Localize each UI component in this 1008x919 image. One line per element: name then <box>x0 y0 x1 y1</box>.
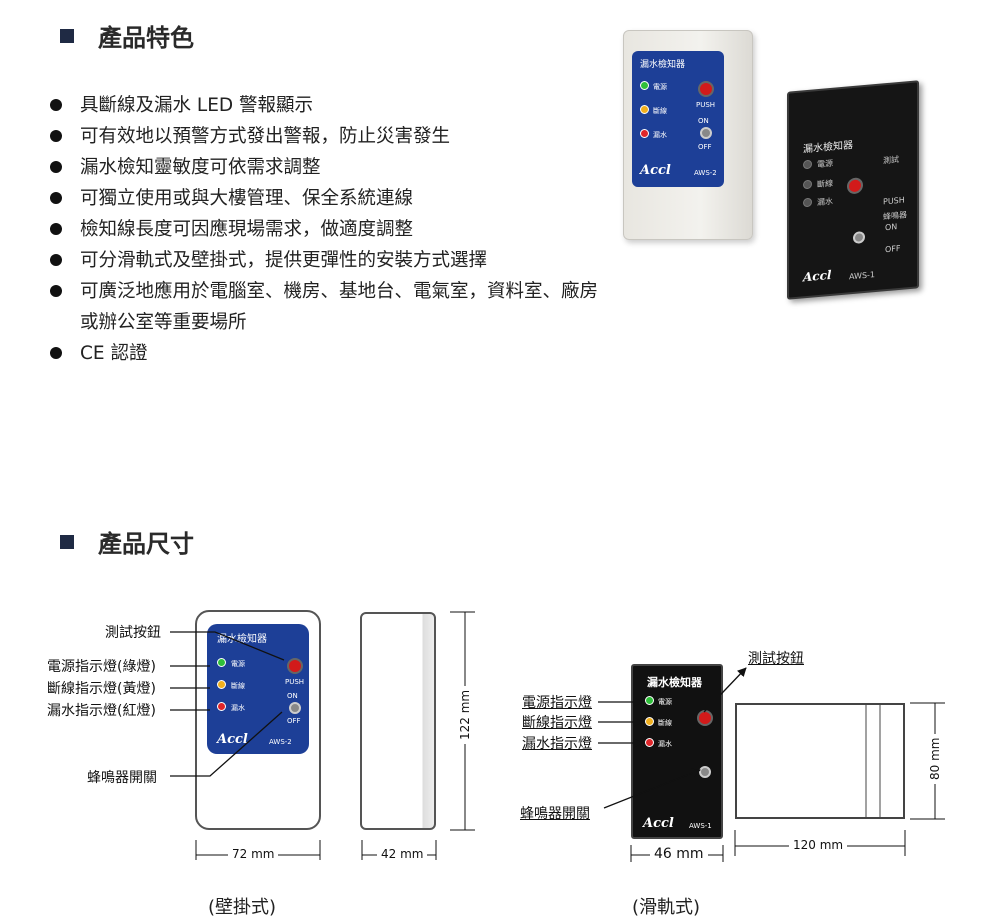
feature-list: 具斷線及漏水 LED 警報顯示 可有效地以預警方式發出警報，防止災害發生 漏水檢… <box>50 90 610 369</box>
rail-side-drawing <box>735 703 905 819</box>
rail-caption: (滑軌式) <box>632 897 701 918</box>
push-label: PUSH <box>883 195 905 207</box>
power-led-icon <box>645 696 654 705</box>
leak-led-icon <box>645 738 654 747</box>
wall-depth-dim: 42 mm <box>377 847 428 861</box>
buzzer-label: 蜂鳴器 <box>883 210 907 222</box>
list-item: CE 認證 <box>50 338 610 369</box>
brand-logo: Accl <box>640 163 671 178</box>
rail-test-button-label: 測試按鈕 <box>748 651 804 667</box>
break-label: 斷線 <box>817 178 833 190</box>
on-label: ON <box>698 117 709 125</box>
wall-buzzer-switch-label: 蜂鳴器開關 <box>87 770 157 786</box>
power-label: 電源 <box>817 158 833 170</box>
list-item: 檢知線長度可因應現場需求，做適度調整 <box>50 214 610 245</box>
features-title-text: 產品特色 <box>98 24 194 52</box>
break-label: 斷線 <box>653 107 667 115</box>
photo-rail-device: 漏水檢知器 電源 斷線 漏水 測試 PUSH 蜂鳴器 ON OFF Accl A… <box>787 80 919 300</box>
device-title: 漏水檢知器 <box>803 140 853 156</box>
device-panel: 漏水檢知器 電源 斷線 漏水 PUSH ON OFF Accl AWS-2 <box>632 51 724 187</box>
model-label: AWS-1 <box>849 270 875 282</box>
rail-leak-led-label: 漏水指示燈 <box>522 736 592 752</box>
wall-leak-led-label: 漏水指示燈(紅燈) <box>47 703 156 719</box>
photo-wall-device: 漏水檢知器 電源 斷線 漏水 PUSH ON OFF Accl AWS-2 <box>623 30 753 240</box>
off-label: OFF <box>287 717 301 725</box>
square-bullet-icon <box>60 28 74 43</box>
device-title: 漏水檢知器 <box>217 634 267 645</box>
brand-logo: Accl <box>643 816 674 831</box>
features-title: 產品特色 <box>60 18 194 53</box>
power-label: 電源 <box>658 698 672 706</box>
push-label: PUSH <box>696 101 716 109</box>
leak-label: 漏水 <box>231 704 245 712</box>
buzzer-toggle-icon <box>700 127 712 139</box>
power-led-icon <box>803 159 812 170</box>
wall-test-button-label: 測試按鈕 <box>105 625 161 641</box>
wall-break-led-label: 斷線指示燈(黃燈) <box>47 681 156 697</box>
list-item: 可廣泛地應用於電腦室、機房、基地台、電氣室，資料室、廠房或辦公室等重要場所 <box>50 276 610 338</box>
model-label: AWS-2 <box>269 738 292 746</box>
push-label: PUSH <box>285 678 305 686</box>
model-label: AWS-1 <box>689 822 712 830</box>
device-panel: 漏水檢知器 電源 斷線 漏水 PUSH ON OFF Accl AWS-2 <box>207 624 309 754</box>
list-item: 漏水檢知靈敏度可依需求調整 <box>50 152 610 183</box>
device-title: 漏水檢知器 <box>640 60 686 70</box>
leak-led-icon <box>640 129 649 138</box>
list-item: 可分滑軌式及壁掛式，提供更彈性的安裝方式選擇 <box>50 245 610 276</box>
break-label: 斷線 <box>231 682 245 690</box>
wall-height-dim: 122 mm <box>458 685 472 744</box>
leak-led-icon <box>217 702 226 711</box>
leak-label: 漏水 <box>653 131 667 139</box>
rail-front-drawing: 漏水檢知器 電源 斷線 漏水 Accl AWS-1 <box>631 664 723 839</box>
leak-led-icon <box>803 197 812 208</box>
leak-label: 漏水 <box>658 740 672 748</box>
off-label: OFF <box>698 143 712 151</box>
device-title: 漏水檢知器 <box>647 676 702 689</box>
test-label: 測試 <box>883 154 899 166</box>
dimensions-title: 產品尺寸 <box>60 524 194 559</box>
off-label: OFF <box>885 243 901 255</box>
rail-depth-dim: 120 mm <box>789 838 848 852</box>
test-push-button-icon <box>287 658 303 674</box>
buzzer-toggle-icon <box>699 766 711 778</box>
dimensions-title-text: 產品尺寸 <box>98 530 194 558</box>
buzzer-toggle-icon <box>289 702 301 714</box>
wall-caption: (壁掛式) <box>208 897 277 918</box>
on-label: ON <box>287 692 298 700</box>
rail-width-dim: 46 mm <box>650 846 708 862</box>
power-led-icon <box>217 658 226 667</box>
on-label: ON <box>885 222 898 233</box>
break-led-icon <box>640 105 649 114</box>
brand-logo: Accl <box>803 267 832 285</box>
break-label: 斷線 <box>658 719 672 727</box>
model-label: AWS-2 <box>694 169 717 177</box>
power-led-icon <box>640 81 649 90</box>
test-push-button-icon <box>847 177 863 195</box>
rail-buzzer-switch-label: 蜂鳴器開關 <box>520 806 590 822</box>
break-led-icon <box>645 717 654 726</box>
rail-height-dim: 80 mm <box>928 733 942 784</box>
square-bullet-icon <box>60 534 74 549</box>
leak-label: 漏水 <box>817 196 833 208</box>
list-item: 可有效地以預警方式發出警報，防止災害發生 <box>50 121 610 152</box>
break-led-icon <box>217 680 226 689</box>
list-item: 具斷線及漏水 LED 警報顯示 <box>50 90 610 121</box>
wall-width-dim: 72 mm <box>228 847 279 861</box>
wall-power-led-label: 電源指示燈(綠燈) <box>47 659 156 675</box>
list-item: 可獨立使用或與大樓管理、保全系統連線 <box>50 183 610 214</box>
test-push-button-icon <box>697 710 713 726</box>
rail-break-led-label: 斷線指示燈 <box>522 715 592 731</box>
wall-mount-side-drawing <box>360 612 436 830</box>
test-push-button-icon <box>698 81 714 97</box>
wall-mount-front-drawing: 漏水檢知器 電源 斷線 漏水 PUSH ON OFF Accl AWS-2 <box>195 610 321 830</box>
power-label: 電源 <box>231 660 245 668</box>
power-label: 電源 <box>653 83 667 91</box>
buzzer-toggle-icon <box>853 230 865 244</box>
break-led-icon <box>803 179 812 190</box>
brand-logo: Accl <box>217 732 248 747</box>
rail-power-led-label: 電源指示燈 <box>522 695 592 711</box>
